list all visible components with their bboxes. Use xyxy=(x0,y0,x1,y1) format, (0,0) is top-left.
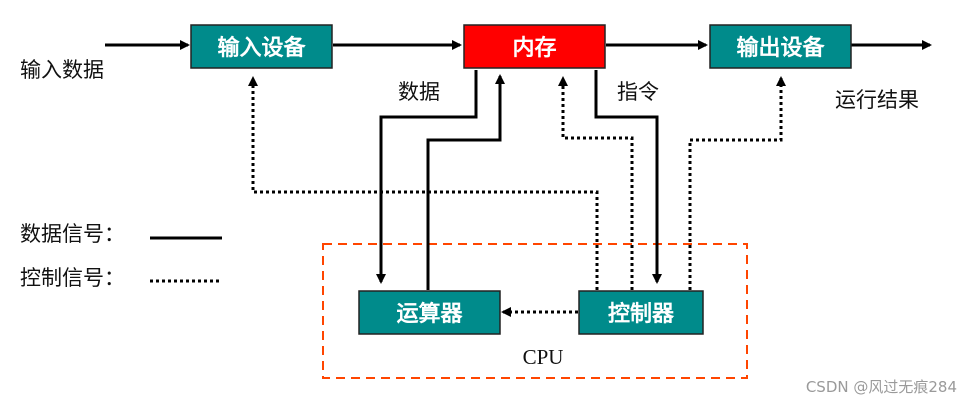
alu-label: 运算器 xyxy=(396,301,463,327)
instruction-label: 指令 xyxy=(617,80,659,104)
cpu-boundary xyxy=(322,243,748,379)
controller-to-output-control-line xyxy=(688,76,786,290)
alu-to-memory-data-line xyxy=(426,74,505,290)
legend-data-signal-label: 数据信号： xyxy=(20,222,125,246)
watermark: CSDN @风过无痕284 xyxy=(806,378,957,396)
data-label: 数据 xyxy=(398,80,440,104)
legend: 数据信号： 控制信号： xyxy=(20,222,222,290)
alu-box: 运算器 xyxy=(358,290,501,335)
memory-label: 内存 xyxy=(512,35,556,61)
controller-label: 控制器 xyxy=(608,301,675,327)
legend-control-signal-label: 控制信号： xyxy=(20,266,125,290)
cpu-label: CPU xyxy=(523,345,564,369)
input-device-box: 输入设备 xyxy=(190,24,333,69)
memory-box: 内存 xyxy=(463,24,606,69)
controller-box: 控制器 xyxy=(578,290,704,335)
run-result-label: 运行结果 xyxy=(835,88,919,112)
output-device-label: 输出设备 xyxy=(736,35,825,61)
memory-to-controller-instruction-line xyxy=(594,70,662,284)
controller-to-input-control-line xyxy=(248,76,599,290)
controller-to-memory-control-line xyxy=(558,76,634,290)
output-device-box: 输出设备 xyxy=(709,24,852,69)
input-device-label: 输入设备 xyxy=(217,35,306,61)
memory-to-alu-data-line xyxy=(376,70,478,284)
input-data-label: 输入数据 xyxy=(20,58,104,82)
